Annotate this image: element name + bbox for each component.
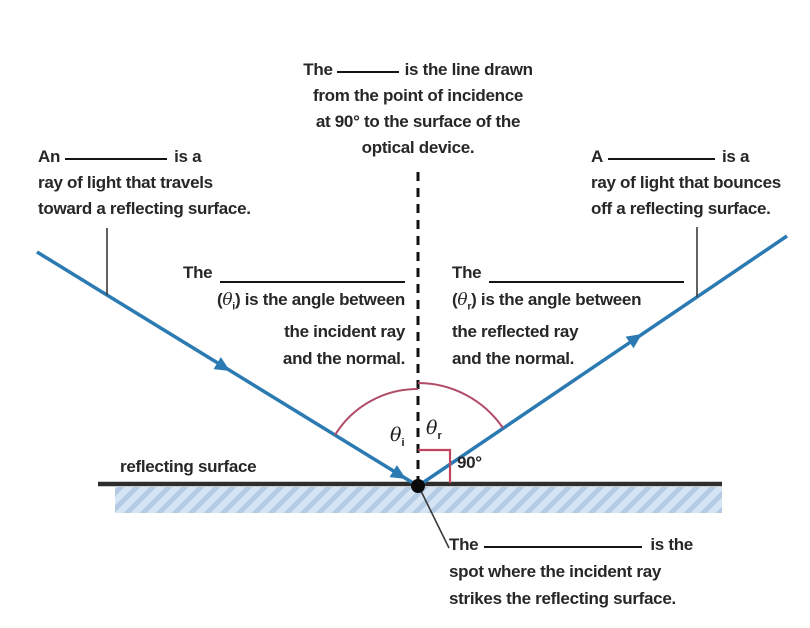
incident-ray-arrowhead bbox=[213, 357, 230, 371]
angle-reflection-line1: The bbox=[452, 260, 684, 287]
blank-angle-of-reflection bbox=[489, 280, 684, 283]
reflected-ray bbox=[417, 234, 788, 488]
blank-incident-ray bbox=[65, 158, 168, 160]
blank-reflected-ray bbox=[607, 158, 715, 160]
point-of-incidence-dot bbox=[411, 479, 425, 493]
right-angle-label: 90° bbox=[457, 453, 482, 472]
theta-i-label: θi bbox=[390, 424, 405, 449]
angle-of-incidence-definition: The (θi) is the angle between the incide… bbox=[183, 260, 405, 372]
right-angle-marker bbox=[418, 448, 452, 483]
incident-ray-arrowhead-2 bbox=[389, 465, 406, 479]
theta-glyph: θ bbox=[457, 289, 468, 310]
angle-incidence-line1: The bbox=[183, 260, 405, 287]
blank-point-of-incidence bbox=[484, 546, 643, 548]
blank-normal bbox=[336, 71, 399, 73]
theta-glyph: θ bbox=[222, 289, 233, 310]
point-of-incidence-leader-line bbox=[419, 488, 450, 549]
theta-r-label: θr bbox=[426, 417, 442, 442]
blank-angle-of-incidence bbox=[220, 280, 405, 283]
angle-reflection-line2: (θr) is the angle between bbox=[452, 289, 642, 312]
reflecting-surface-label: reflecting surface bbox=[120, 457, 257, 476]
reflected-ray-arrowhead bbox=[625, 334, 642, 349]
angle-of-reflection-arc bbox=[417, 382, 504, 429]
angle-of-incidence-arc bbox=[334, 387, 419, 436]
angle-of-reflection-definition: The (θr) is the angle between the reflec… bbox=[452, 260, 684, 372]
angle-incidence-line2: (θi) is the angle between bbox=[216, 289, 405, 312]
